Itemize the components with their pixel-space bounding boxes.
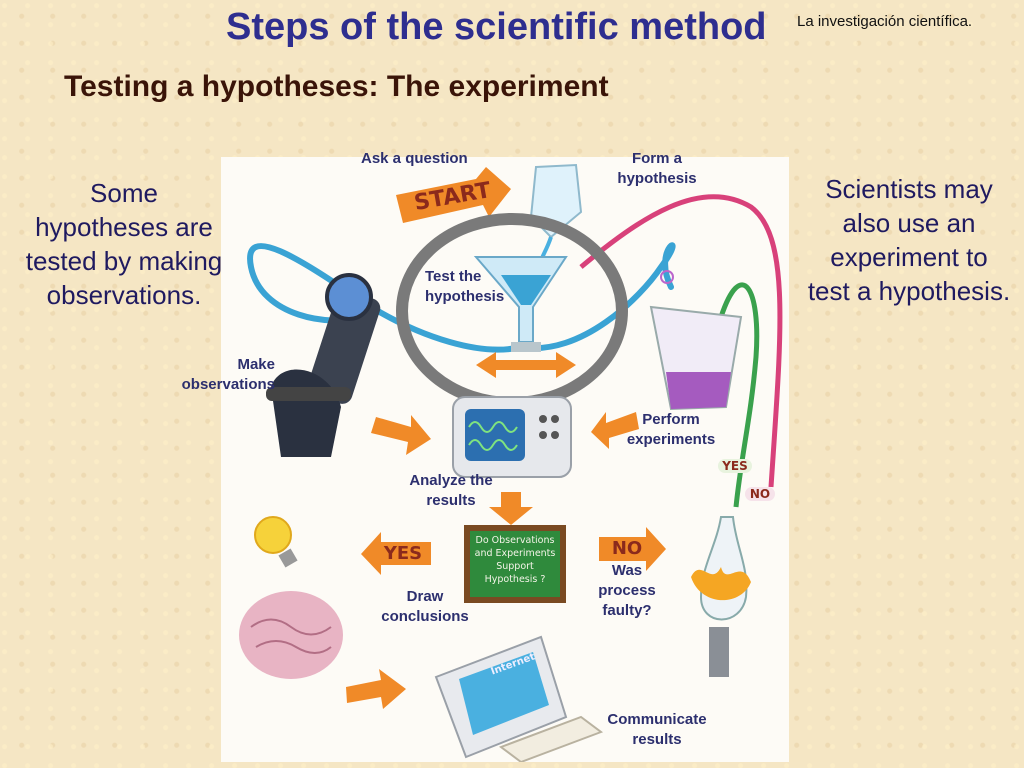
funnel-icon: [473, 256, 568, 352]
left-note: Some hypotheses are tested by making obs…: [25, 178, 223, 310]
pink-tube: [579, 194, 783, 488]
brain-icon: [239, 591, 343, 679]
step-test-hypothesis: Test the hypothesis: [425, 268, 505, 305]
tube-yes-tag: YES: [718, 459, 752, 473]
start-arrow-sign: [396, 167, 511, 223]
communicate-computer-icon: [434, 635, 604, 762]
chalkboard-text: Do Observations and Experiments Support …: [474, 535, 556, 585]
blue-tube: [247, 242, 676, 353]
source-credit: La investigación científica.: [797, 13, 973, 30]
step-make-observations: Make observations: [181, 356, 275, 393]
step-draw-conclusions: Draw conclusions: [381, 588, 469, 625]
arrow-down: [489, 492, 533, 525]
burner-flame-icon: [691, 516, 751, 677]
chalkboard: [464, 525, 566, 603]
yes-sign-text: YES: [383, 543, 423, 564]
no-sign-text: NO: [611, 538, 643, 559]
right-note: Scientists may also use an experiment to…: [807, 174, 1011, 306]
no-arrow-sign: [599, 527, 666, 571]
flask-icon: [649, 270, 743, 411]
slide-title: Steps of the scientific method: [226, 6, 767, 48]
lightbulb-icon: [254, 516, 298, 568]
step-process-faulty: Was process faulty?: [598, 562, 656, 619]
step-perform-experiments: Perform experiments: [626, 411, 716, 448]
diagram-illustration: [239, 163, 783, 762]
arrow-brain: [346, 669, 406, 709]
microscope-icon: [266, 273, 381, 457]
step-analyze-results: Analyze the results: [409, 472, 493, 509]
tube-no-tag: NO: [745, 487, 775, 501]
arrow-microscope: [371, 415, 431, 455]
scientific-method-diagram: START YES NO YES NO Do Observations and …: [182, 150, 789, 762]
slide-subtitle: Testing a hypotheses: The experiment: [64, 70, 609, 103]
step-ask-question: Ask a question: [361, 150, 468, 167]
analyzer-computer-icon: [452, 396, 572, 478]
double-arrow: [476, 352, 576, 378]
step-form-hypothesis: Form a hypothesis: [617, 150, 697, 187]
highlight-ring: [396, 213, 628, 409]
arrow-experiments: [591, 412, 639, 449]
yes-arrow-sign: [361, 532, 431, 575]
step-communicate-results: Communicate results: [607, 711, 707, 748]
